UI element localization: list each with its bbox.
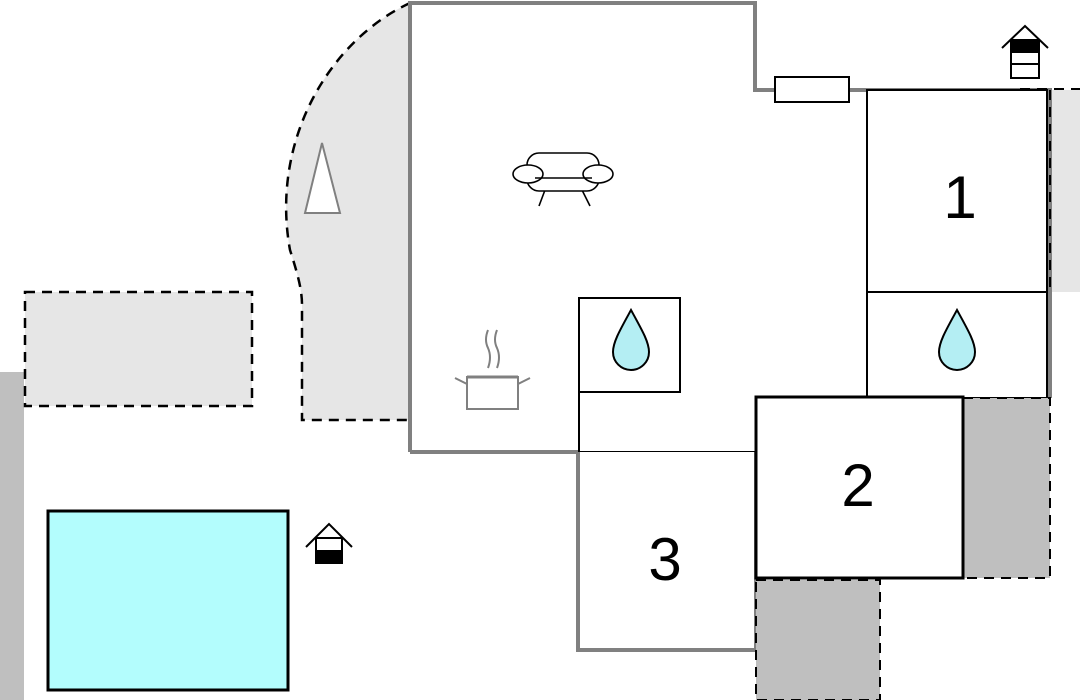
bedroom-1	[866, 89, 1048, 293]
bedroom-2	[754, 395, 965, 580]
bedroom-3-label: 3	[648, 526, 681, 593]
house-entrance-icon	[1001, 24, 1049, 79]
swimming-pool	[46, 509, 290, 692]
cooking-pot-icon	[454, 329, 531, 410]
bedroom-2-label: 2	[841, 452, 874, 519]
water-drop-icon	[611, 307, 651, 371]
tree-icon	[303, 142, 342, 214]
sofa-icon	[512, 152, 614, 207]
terrace-curved-outline	[284, 1, 411, 422]
kitchen-wall-bottom	[410, 450, 580, 475]
bedroom-1-label: 1	[943, 164, 976, 231]
terrace-curved	[286, 3, 410, 420]
house-entrance-icon	[305, 522, 353, 564]
terrace-left	[23, 290, 254, 408]
terrace-dark-right	[962, 397, 1051, 579]
water-drop-icon	[937, 307, 977, 371]
right-terrace-strip	[1050, 90, 1080, 292]
terrace-dark-bottom	[755, 579, 881, 700]
left-wall-strip	[0, 372, 24, 700]
window	[774, 76, 850, 103]
